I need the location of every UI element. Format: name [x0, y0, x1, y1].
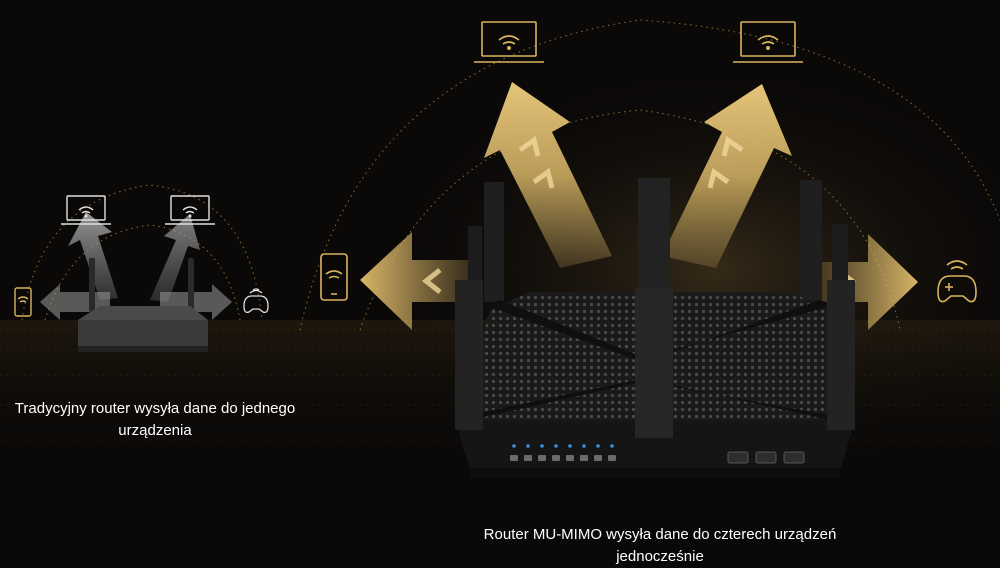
laptop-wifi-icon	[165, 195, 215, 225]
mu-mimo-arrows	[360, 82, 918, 330]
gold-arrow-left	[360, 232, 470, 330]
phone-wifi-icon	[320, 253, 348, 301]
wps-button	[755, 451, 777, 464]
left-antenna-1	[89, 258, 95, 312]
antenna-3	[638, 178, 670, 290]
traditional-router-caption: Tradycyjny router wysyła dane do jednego…	[14, 400, 296, 439]
laptop-wifi-icon	[61, 195, 111, 225]
phone-wifi-icon	[14, 287, 32, 317]
grey-arrow-up-right	[150, 214, 200, 302]
signal-orbits	[21, 19, 1000, 331]
mu-mimo-router	[455, 178, 855, 478]
traditional-router-group	[40, 212, 232, 352]
antenna-4	[800, 180, 822, 300]
laptop-wifi-icon	[733, 21, 803, 63]
antenna-5	[832, 224, 848, 294]
status-leds	[512, 444, 614, 448]
antenna-2	[468, 226, 482, 296]
grey-arrow-up-left	[68, 212, 118, 300]
antenna-6	[455, 280, 483, 430]
laptop-wifi-icon	[474, 21, 544, 63]
mu-mimo-router-caption: Router MU-MIMO wysyła dane do czterech u…	[483, 526, 837, 565]
wifi-button	[727, 451, 749, 464]
antenna-8	[635, 288, 673, 438]
led-button	[783, 451, 805, 464]
left-antenna-2	[188, 258, 194, 312]
gold-arrow-right	[820, 234, 918, 330]
gamepad-wifi-icon	[243, 288, 269, 314]
antenna-1	[484, 182, 504, 302]
antenna-7	[827, 280, 855, 430]
gamepad-wifi-icon	[937, 260, 977, 303]
gold-arrow-up-right	[662, 84, 792, 268]
